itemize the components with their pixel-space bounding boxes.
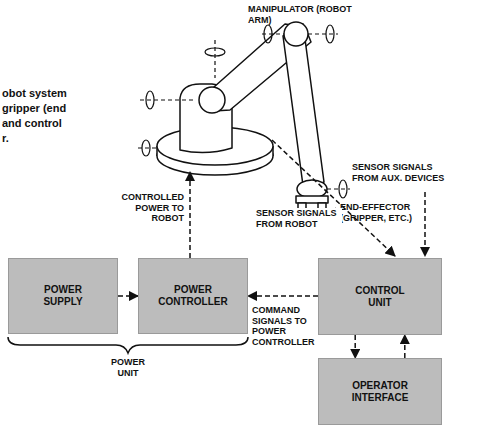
- signal-connector: [404, 335, 406, 358]
- signal-connector: [248, 295, 318, 297]
- signal-label: POWER UNIT: [103, 357, 153, 378]
- block-box: OPERATOR INTERFACE: [318, 358, 442, 425]
- box-label: CONTROL UNIT: [344, 285, 416, 309]
- signal-connector: [118, 295, 138, 297]
- box-text-group: OPERATOR INTERFACE: [344, 380, 416, 404]
- signal-label: CONTROLLED POWER TO ROBOT: [104, 192, 184, 224]
- signal-connector: [354, 335, 356, 358]
- box-label: POWER SUPPLY: [27, 284, 99, 308]
- block-box: POWER SUPPLY: [8, 258, 118, 334]
- block-box: POWER CONTROLLER: [138, 258, 248, 334]
- box-text-group: POWER CONTROLLER: [157, 284, 229, 308]
- box-text-group: CONTROL UNIT: [344, 285, 416, 309]
- box-label: POWER CONTROLLER: [157, 284, 229, 308]
- box-label: OPERATOR INTERFACE: [344, 380, 416, 404]
- signal-label: SENSOR SIGNALS FROM AUX. DEVICES: [352, 162, 454, 183]
- signal-label: END-EFFECTOR (GRIPPER, ETC.): [340, 202, 430, 223]
- figure-caption: obot system gripper (end and control r.: [2, 86, 70, 146]
- signal-label: MANIPULATOR (ROBOT ARM): [248, 4, 358, 25]
- block-box: CONTROL UNIT: [318, 258, 442, 335]
- box-text-group: POWER SUPPLY: [27, 284, 99, 308]
- signal-label: COMMAND SIGNALS TO POWER CONTROLLER: [252, 305, 314, 347]
- signal-label: SENSOR SIGNALS FROM ROBOT: [256, 208, 342, 229]
